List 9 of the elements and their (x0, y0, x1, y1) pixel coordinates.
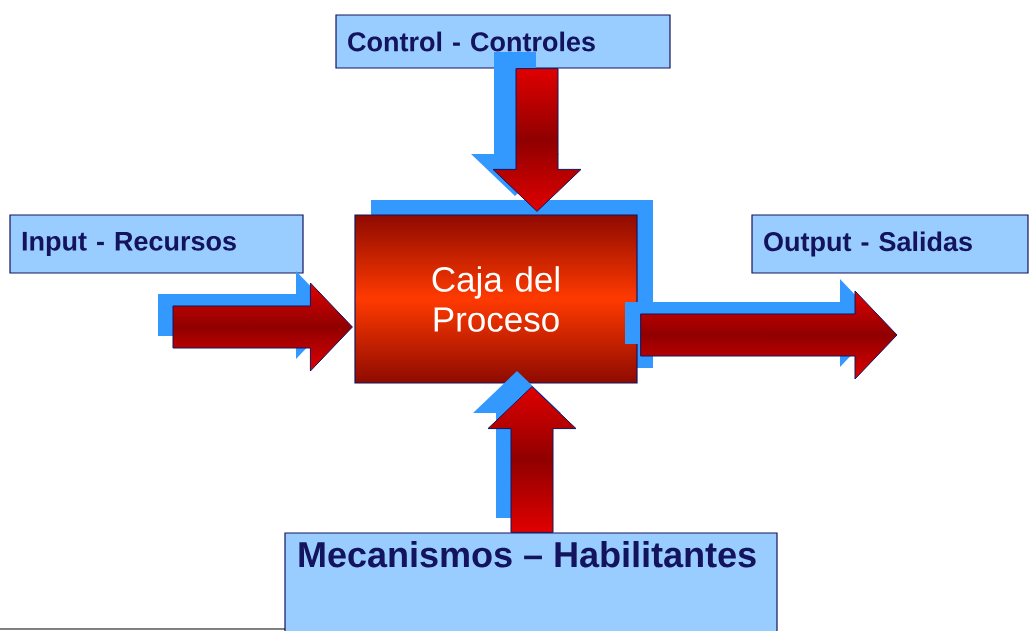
label-box: Output - Salidas (751, 214, 1029, 274)
process-box: Caja del Proceso (354, 200, 653, 384)
block-arrow (473, 371, 577, 533)
block-arrow (158, 271, 353, 372)
label-box: Input - Recursos (9, 214, 304, 274)
block-arrow (471, 52, 582, 212)
block-arrow (625, 279, 898, 380)
label-box: Control - Controles (335, 14, 671, 69)
label-box: Mecanismos – Habilitantes (284, 532, 778, 631)
